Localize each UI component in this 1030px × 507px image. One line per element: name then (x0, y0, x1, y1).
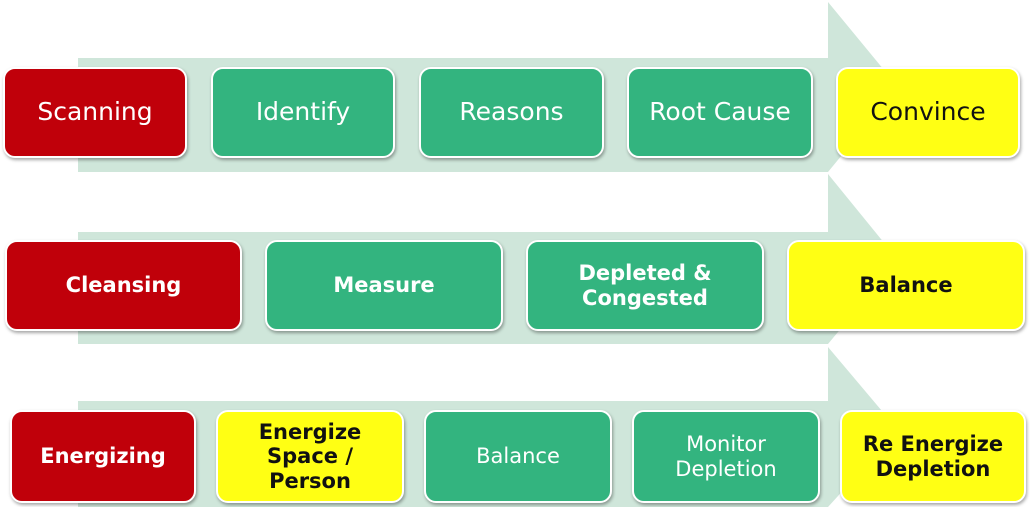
step-label: Identify (255, 97, 351, 127)
step-label: Balance (476, 444, 560, 469)
step-label: Re Energize Depletion (862, 432, 1004, 481)
step-energizing: Energizing (10, 410, 196, 503)
step-label: Measure (333, 273, 435, 298)
step-cleansing: Cleansing (5, 240, 242, 331)
step-label: Scanning (37, 97, 153, 127)
step-monitor-depletion: Monitor Depletion (632, 410, 820, 503)
step-convince: Convince (836, 67, 1020, 158)
step-identify: Identify (211, 67, 395, 158)
step-label: Root Cause (649, 97, 791, 127)
step-label: Convince (870, 97, 986, 127)
step-energize-space-person: Energize Space / Person (216, 410, 404, 503)
step-label: Reasons (459, 97, 564, 127)
step-label: Monitor Depletion (675, 432, 777, 481)
step-scanning: Scanning (3, 67, 187, 158)
step-label: Balance (859, 273, 953, 298)
step-measure: Measure (265, 240, 503, 331)
step-label: Depleted & Congested (578, 261, 712, 310)
step-label: Energizing (40, 444, 166, 469)
step-depleted-congested: Depleted & Congested (526, 240, 764, 331)
step-root-cause: Root Cause (627, 67, 813, 158)
step-label: Cleansing (65, 273, 182, 298)
step-balance-energizing: Balance (424, 410, 612, 503)
step-label: Energize Space / Person (258, 420, 362, 493)
step-balance: Balance (787, 240, 1025, 331)
step-re-energize-depletion: Re Energize Depletion (840, 410, 1026, 503)
step-reasons: Reasons (419, 67, 604, 158)
